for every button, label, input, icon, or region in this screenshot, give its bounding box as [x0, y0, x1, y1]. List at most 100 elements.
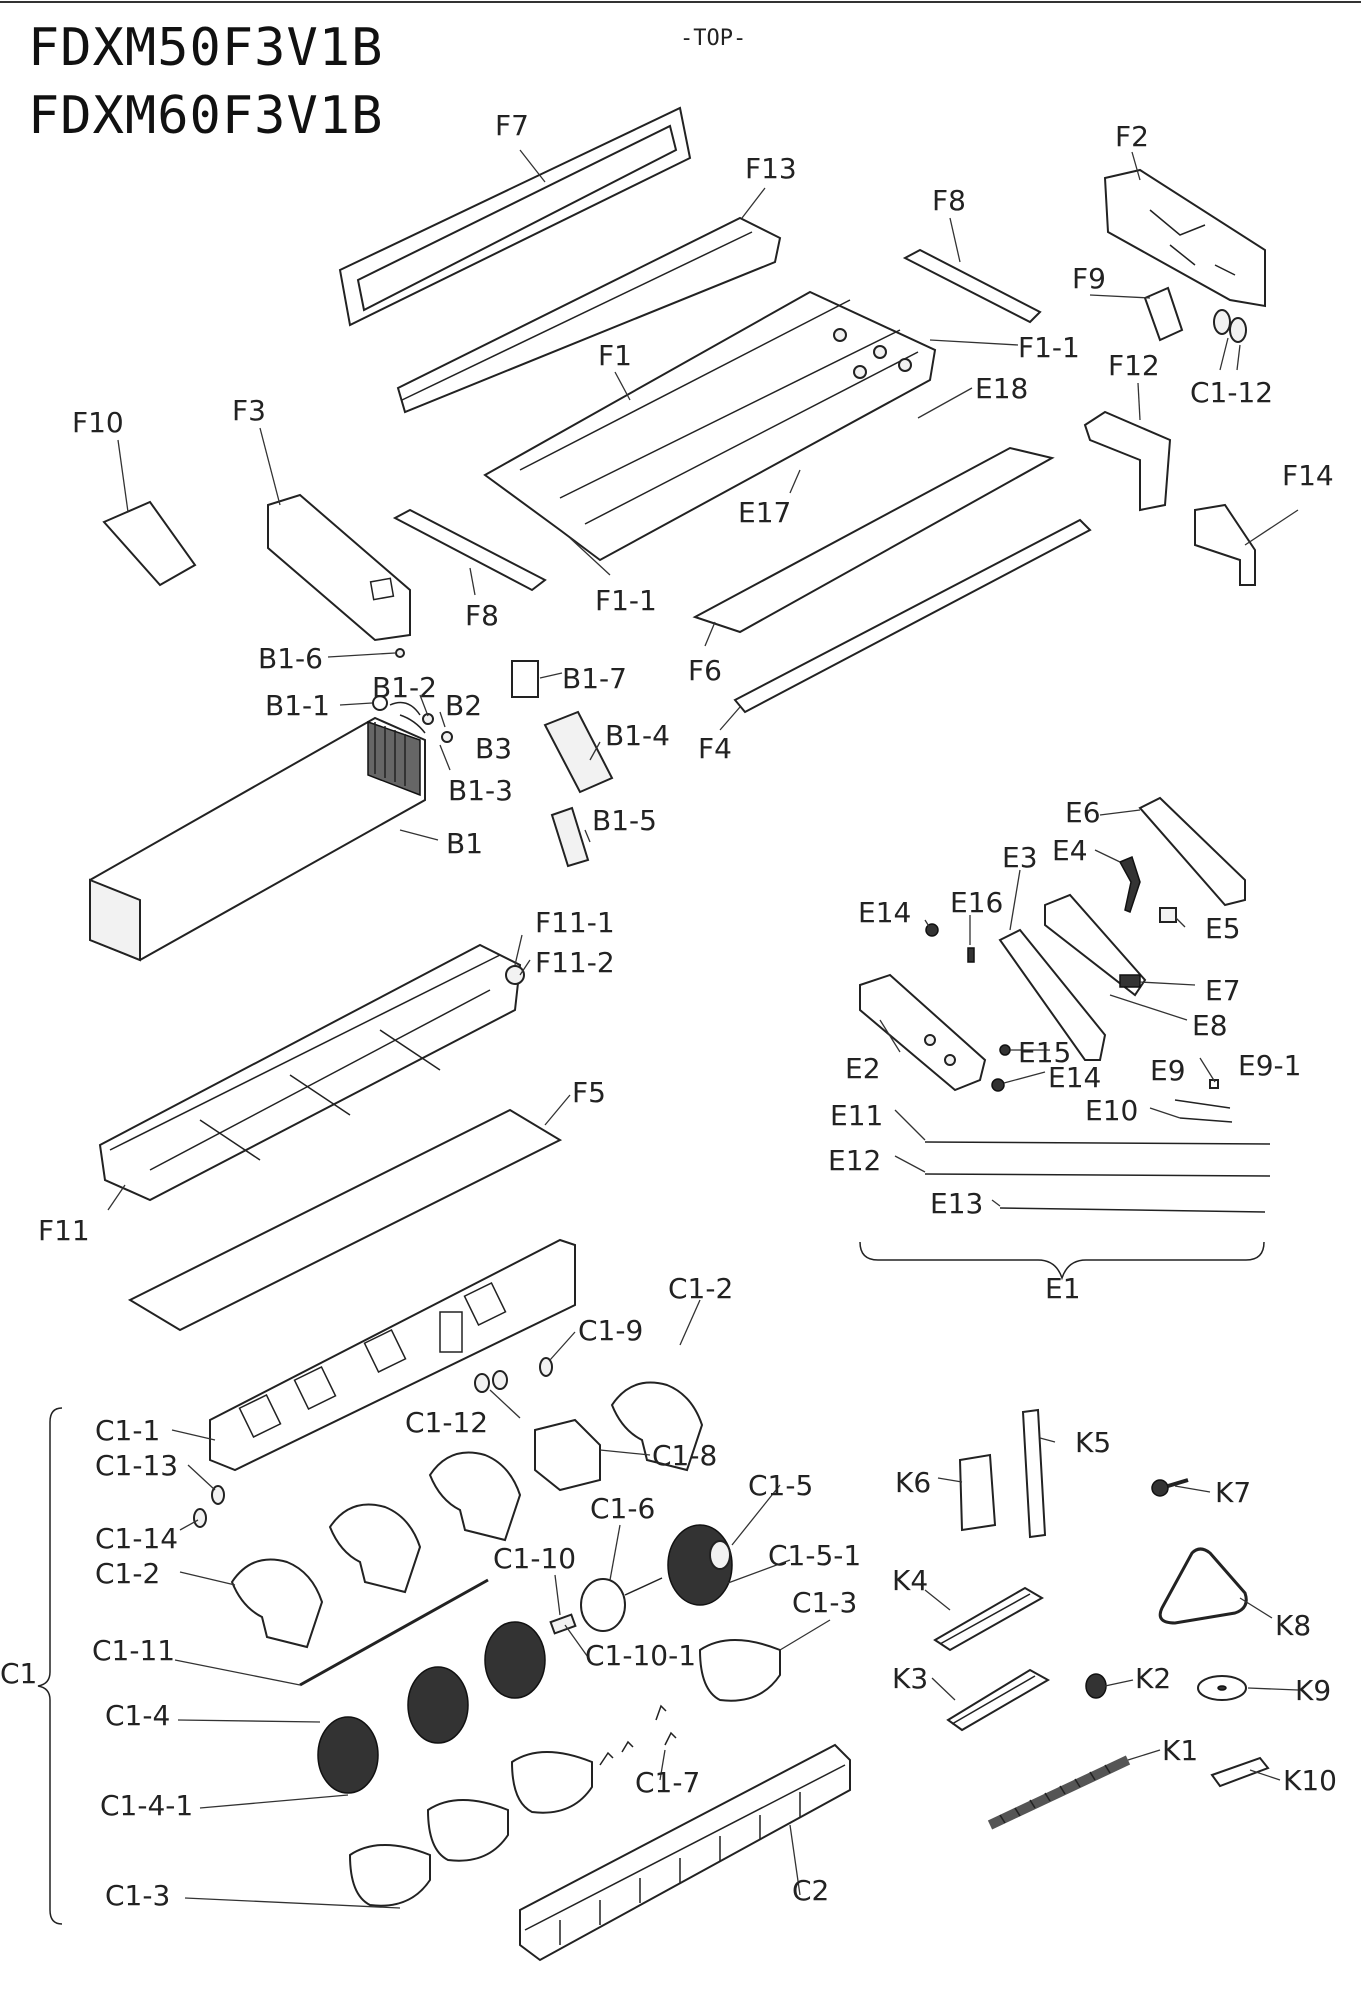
part-f3-side-plate	[267, 493, 411, 642]
part-f13-bar	[396, 216, 782, 414]
label-e6: E6	[1065, 796, 1101, 829]
part-f2-plate	[1103, 168, 1266, 308]
part-c1-11-shaft	[299, 1578, 489, 1687]
leader-lines	[107, 149, 1299, 1909]
part-c1-14-washer	[193, 1508, 207, 1528]
label-e10: E10	[1085, 1094, 1138, 1127]
label-k1: K1	[1162, 1734, 1198, 1767]
part-k3-insulation	[946, 1668, 1051, 1732]
part-e15-nut	[999, 1044, 1011, 1056]
part-c1-4-fan-wheels	[317, 1621, 546, 1794]
part-e4-connector	[1118, 855, 1141, 913]
part-e14-nut-upper	[925, 923, 939, 937]
label-f13: F13	[745, 152, 797, 185]
label-c1-10: C1-10	[493, 1542, 576, 1575]
label-b1-5: B1-5	[592, 804, 657, 837]
part-c1-2-housings	[230, 1381, 704, 1649]
label-c1: C1	[0, 1657, 37, 1690]
part-f11-drain-pan	[98, 943, 525, 1202]
part-e6-bracket	[1138, 796, 1246, 907]
part-f8-rail-lower	[392, 508, 547, 592]
part-c1-3-housings	[348, 1639, 781, 1907]
label-f6: F6	[688, 654, 722, 687]
part-c1-8-bracket	[534, 1418, 601, 1492]
label-e8: E8	[1192, 1009, 1228, 1042]
label-k3: K3	[892, 1662, 928, 1695]
label-b1-6: B1-6	[258, 642, 323, 675]
label-b1: B1	[446, 827, 483, 860]
label-k5: K5	[1075, 1426, 1111, 1459]
label-b1-7: B1-7	[562, 662, 627, 695]
label-f2: F2	[1115, 120, 1149, 153]
label-c1-5: C1-5	[748, 1469, 813, 1502]
label-b1-1: B1-1	[265, 689, 330, 722]
label-c1-12-lower: C1-12	[405, 1406, 488, 1439]
part-f1-tray	[483, 290, 937, 562]
part-k2-clip	[1085, 1673, 1107, 1699]
label-f5: F5	[572, 1076, 606, 1109]
label-c1-3-lower: C1-3	[105, 1879, 170, 1912]
part-k7-screw	[1151, 1478, 1189, 1497]
label-c1-1: C1-1	[95, 1414, 160, 1447]
part-c1-6-motor	[580, 1577, 663, 1632]
model-title-2: FDXM60F3V1B	[28, 86, 384, 146]
part-f10-plate	[102, 500, 197, 587]
part-k5-strip	[1021, 1408, 1047, 1539]
label-c1-2-upper: C1-2	[668, 1272, 733, 1305]
part-b1-heat-exchanger	[89, 716, 426, 962]
label-e12: E12	[828, 1144, 881, 1177]
label-f12: F12	[1108, 349, 1160, 382]
label-f1-1-lower: F1-1	[595, 584, 657, 617]
label-e7: E7	[1205, 974, 1241, 1007]
label-c1-6: C1-6	[590, 1492, 655, 1525]
label-k7: K7	[1215, 1476, 1251, 1509]
part-e2-box	[859, 973, 987, 1092]
label-c2: C2	[792, 1874, 829, 1907]
part-k4-insulation	[933, 1586, 1045, 1652]
label-b1-2: B1-2	[372, 671, 437, 704]
part-e12-wire	[924, 1173, 1271, 1177]
label-f4: F4	[698, 732, 732, 765]
label-e15: E15	[1018, 1036, 1071, 1069]
c1-group-brace	[37, 1407, 63, 1925]
part-e3-board	[998, 928, 1107, 1061]
label-c1-2-lower: C1-2	[95, 1557, 160, 1590]
label-e16: E16	[950, 886, 1003, 919]
label-e1: E1	[1045, 1272, 1081, 1305]
part-f9-plate	[1143, 286, 1184, 342]
part-e16-pin	[967, 947, 975, 963]
label-f10: F10	[72, 406, 124, 439]
label-e3: E3	[1002, 841, 1038, 874]
label-e14-lower: E14	[1048, 1061, 1101, 1094]
part-b1-piping	[372, 648, 453, 743]
part-f7-frame	[338, 106, 692, 327]
part-k9-washer	[1197, 1675, 1247, 1701]
label-f7: F7	[495, 109, 529, 142]
part-e7-board	[1044, 893, 1147, 997]
part-c1-10-coupling	[549, 1613, 577, 1635]
part-k6-pad	[958, 1453, 997, 1532]
part-c1-1-frame	[209, 1238, 576, 1472]
label-e2: E2	[845, 1052, 881, 1085]
part-c1-7-clips	[599, 1704, 677, 1766]
label-f9: F9	[1072, 262, 1106, 295]
label-b1-3: B1-3	[448, 774, 513, 807]
orientation-label: -TOP-	[680, 26, 747, 51]
part-e10-wire	[1179, 1117, 1233, 1123]
label-f1: F1	[598, 339, 632, 372]
part-f8-rail-upper	[902, 248, 1042, 324]
part-b1-4	[543, 710, 614, 794]
label-b3: B3	[475, 732, 512, 765]
part-f12-bracket	[1083, 410, 1172, 512]
label-e13: E13	[930, 1187, 983, 1220]
label-c1-12-upper: C1-12	[1190, 376, 1273, 409]
label-b1-4: B1-4	[605, 719, 670, 752]
part-f5-panel	[127, 1108, 563, 1332]
part-b1-7	[511, 660, 539, 698]
label-k9: K9	[1295, 1674, 1331, 1707]
label-e17: E17	[738, 496, 791, 529]
label-f11-1: F11-1	[535, 906, 615, 939]
label-e9: E9	[1150, 1054, 1186, 1087]
label-e4: E4	[1052, 834, 1088, 867]
